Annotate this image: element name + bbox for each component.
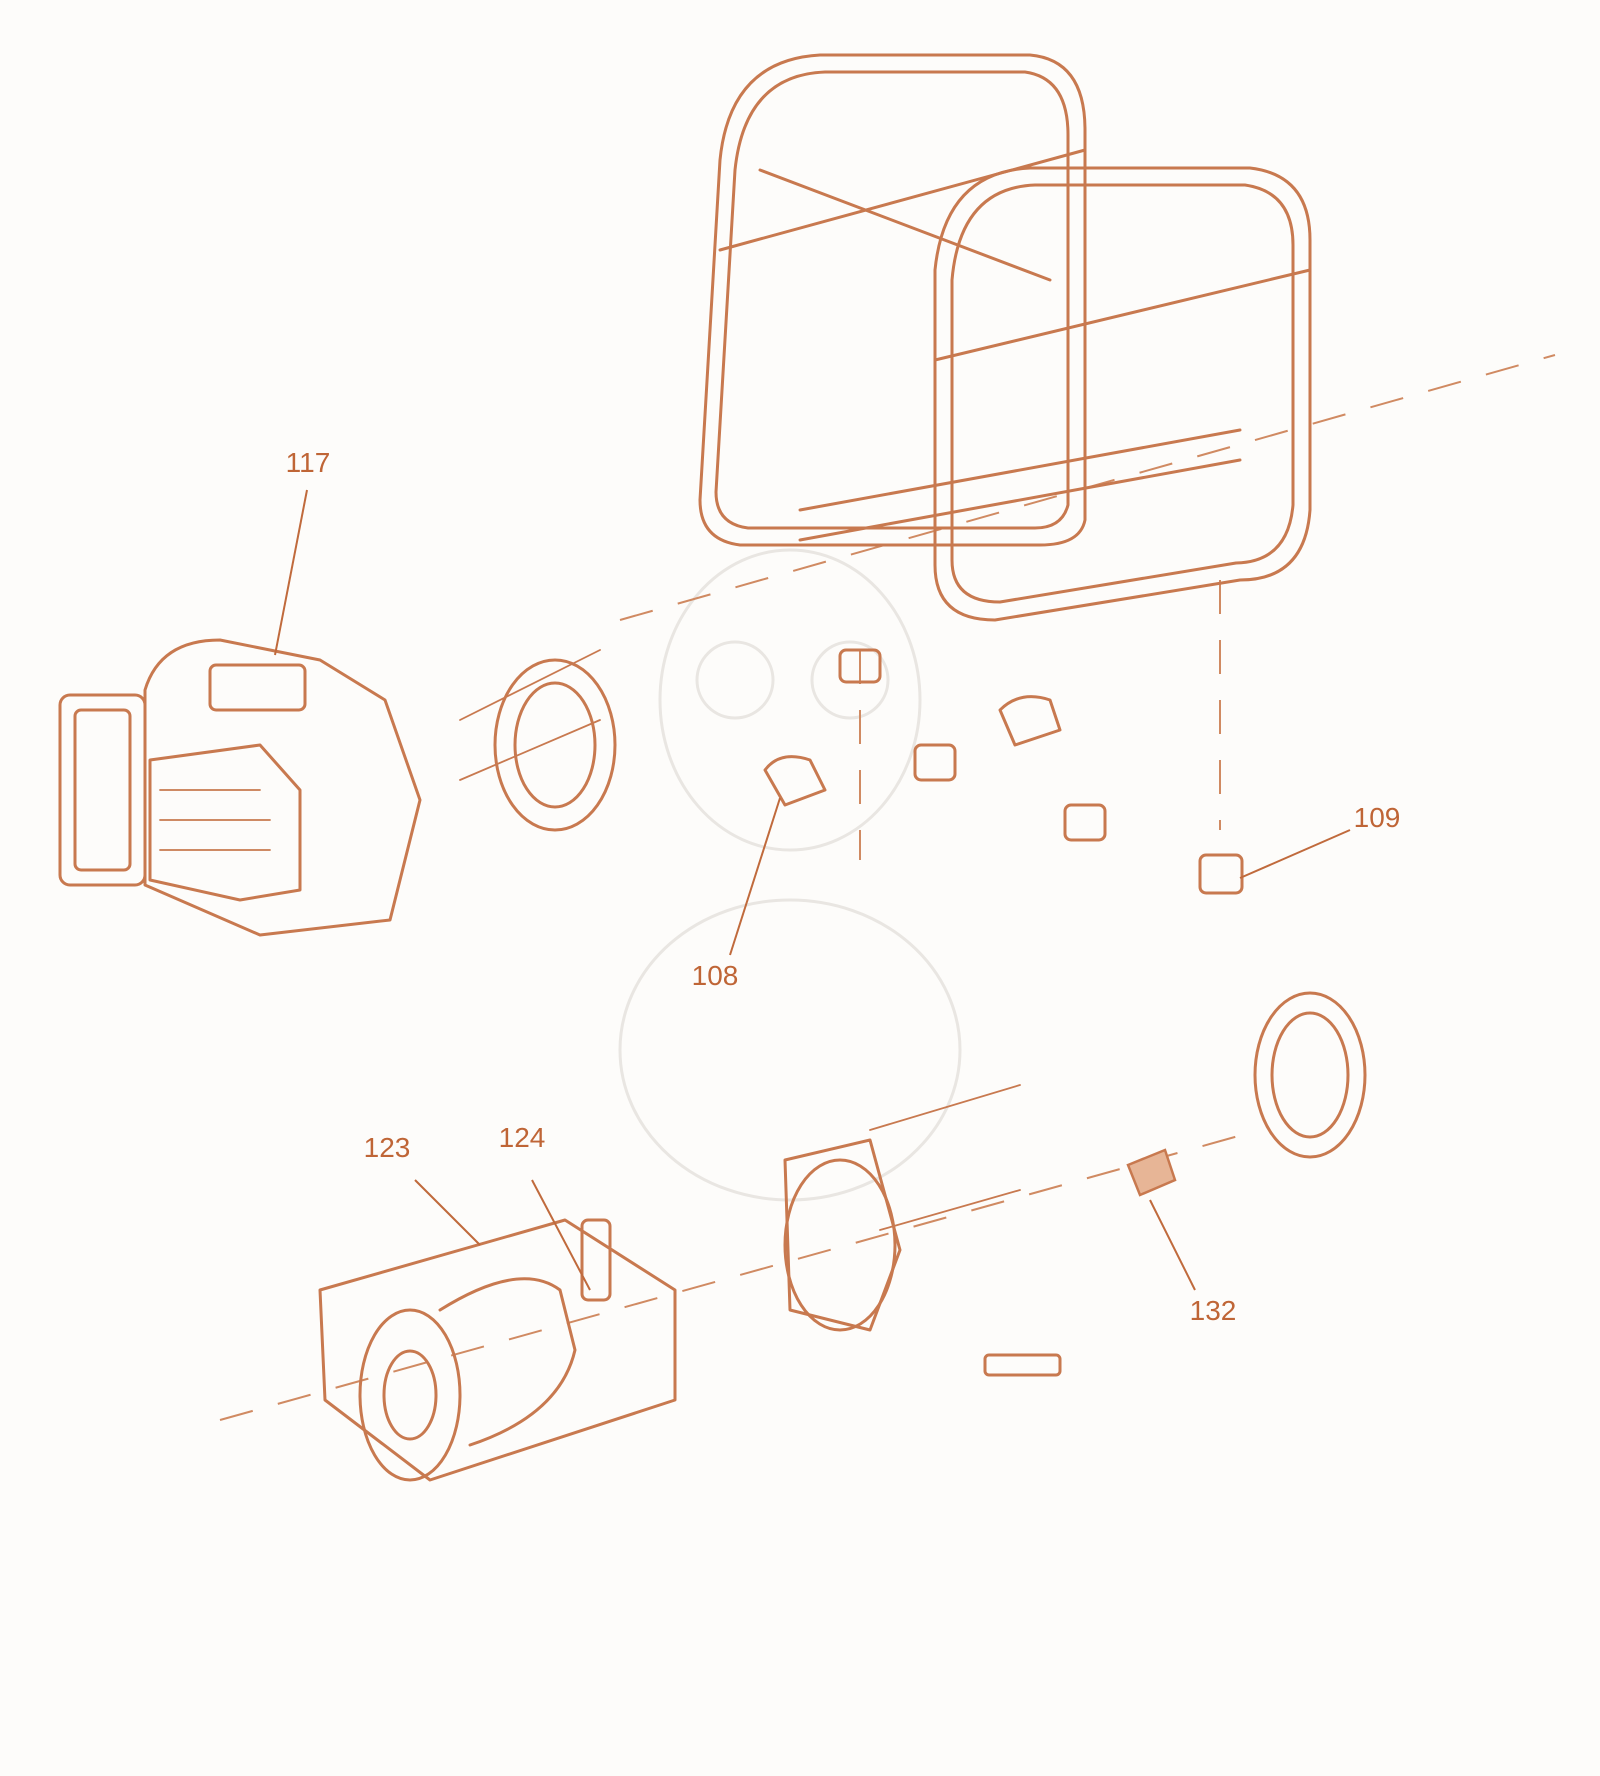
callout-117: 117 — [286, 447, 331, 478]
rear-cover — [983, 991, 1367, 1377]
callout-108: 108 — [692, 960, 739, 991]
mounts — [763, 648, 1244, 895]
frame-assembly — [698, 53, 1312, 622]
callout-123: 123 — [364, 1132, 411, 1163]
watermark — [618, 548, 962, 1202]
leader-lines — [274, 489, 1351, 1291]
rear-housing — [783, 1084, 1021, 1332]
alternator-stator — [318, 1218, 677, 1482]
callout-132: 132 — [1190, 1295, 1237, 1326]
callouts: 117 108 109 123 124 132 — [286, 447, 1401, 1326]
callout-109: 109 — [1354, 802, 1401, 833]
engine-adapter — [459, 649, 617, 832]
engine — [58, 638, 422, 937]
callout-124: 124 — [499, 1122, 546, 1153]
